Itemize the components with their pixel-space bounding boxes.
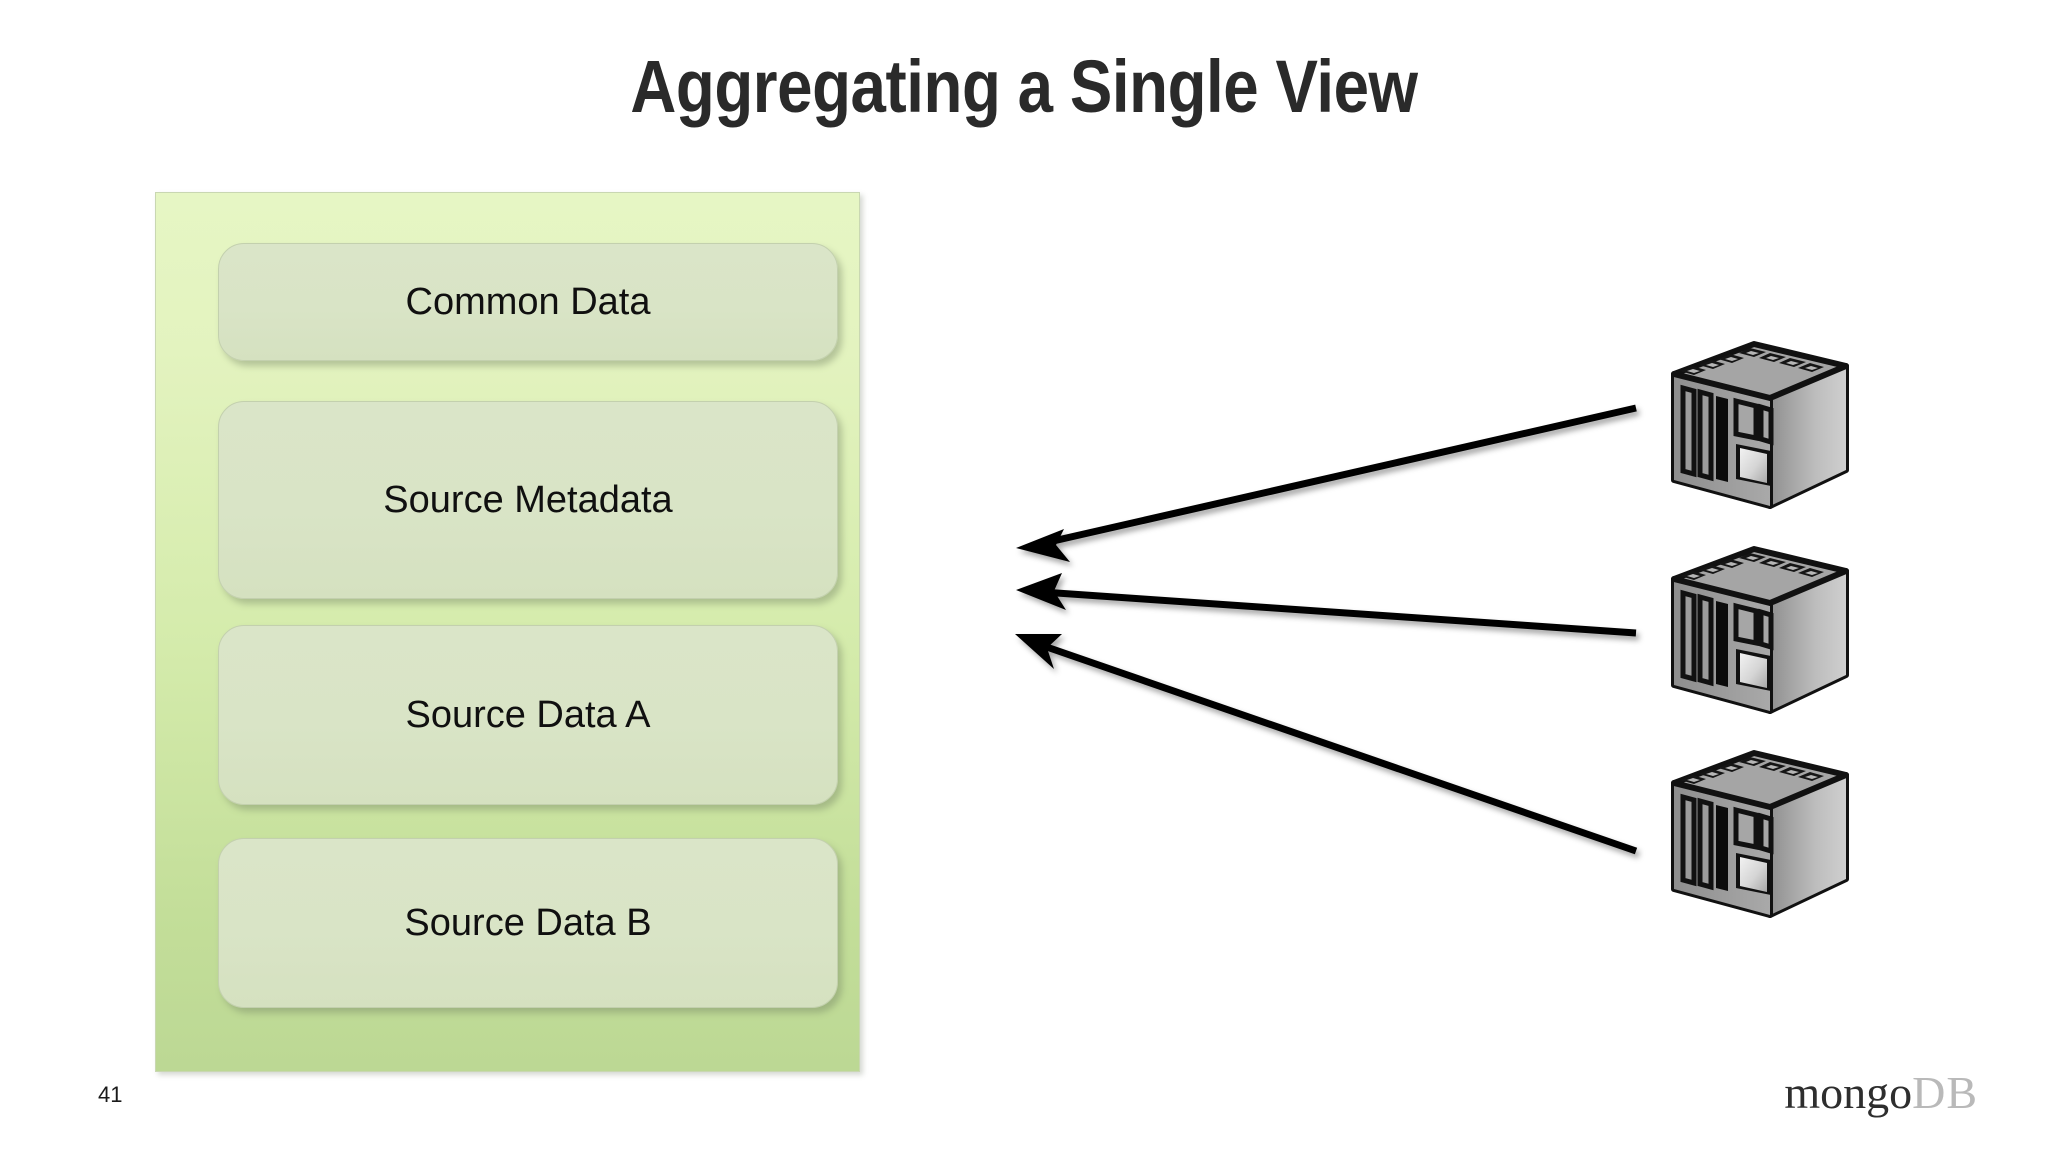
brand-primary-text: mongo: [1784, 1067, 1913, 1118]
brand-secondary-text: DB: [1912, 1067, 1978, 1118]
data-flow-arrow-2: [1016, 573, 1637, 637]
data-card-label: Common Data: [405, 280, 651, 323]
data-card-label: Source Data A: [405, 693, 651, 736]
data-card-label: Source Metadata: [383, 478, 673, 521]
server-cube-icon: [1671, 341, 1849, 509]
page-number: 41: [98, 1082, 123, 1107]
single-view-panel: Common Data Source Metadata Source Data …: [155, 192, 860, 1072]
data-card-common-data[interactable]: Common Data: [218, 243, 838, 361]
page-title: Aggregating a Single View: [630, 45, 1418, 128]
data-card-label: Source Data B: [404, 901, 652, 944]
data-card-source-data-a[interactable]: Source Data A: [218, 625, 838, 805]
server-cube-icon: [1671, 546, 1849, 714]
data-flow-arrow-3: [1015, 634, 1638, 855]
panel-card-list: Common Data Source Metadata Source Data …: [156, 193, 859, 1071]
server-cube-icon: [1671, 750, 1849, 918]
data-card-source-metadata[interactable]: Source Metadata: [218, 401, 838, 599]
mongodb-logo: mongoDB: [1784, 1068, 1978, 1118]
data-card-source-data-b[interactable]: Source Data B: [218, 838, 838, 1008]
data-flow-arrow-1: [1016, 404, 1637, 562]
